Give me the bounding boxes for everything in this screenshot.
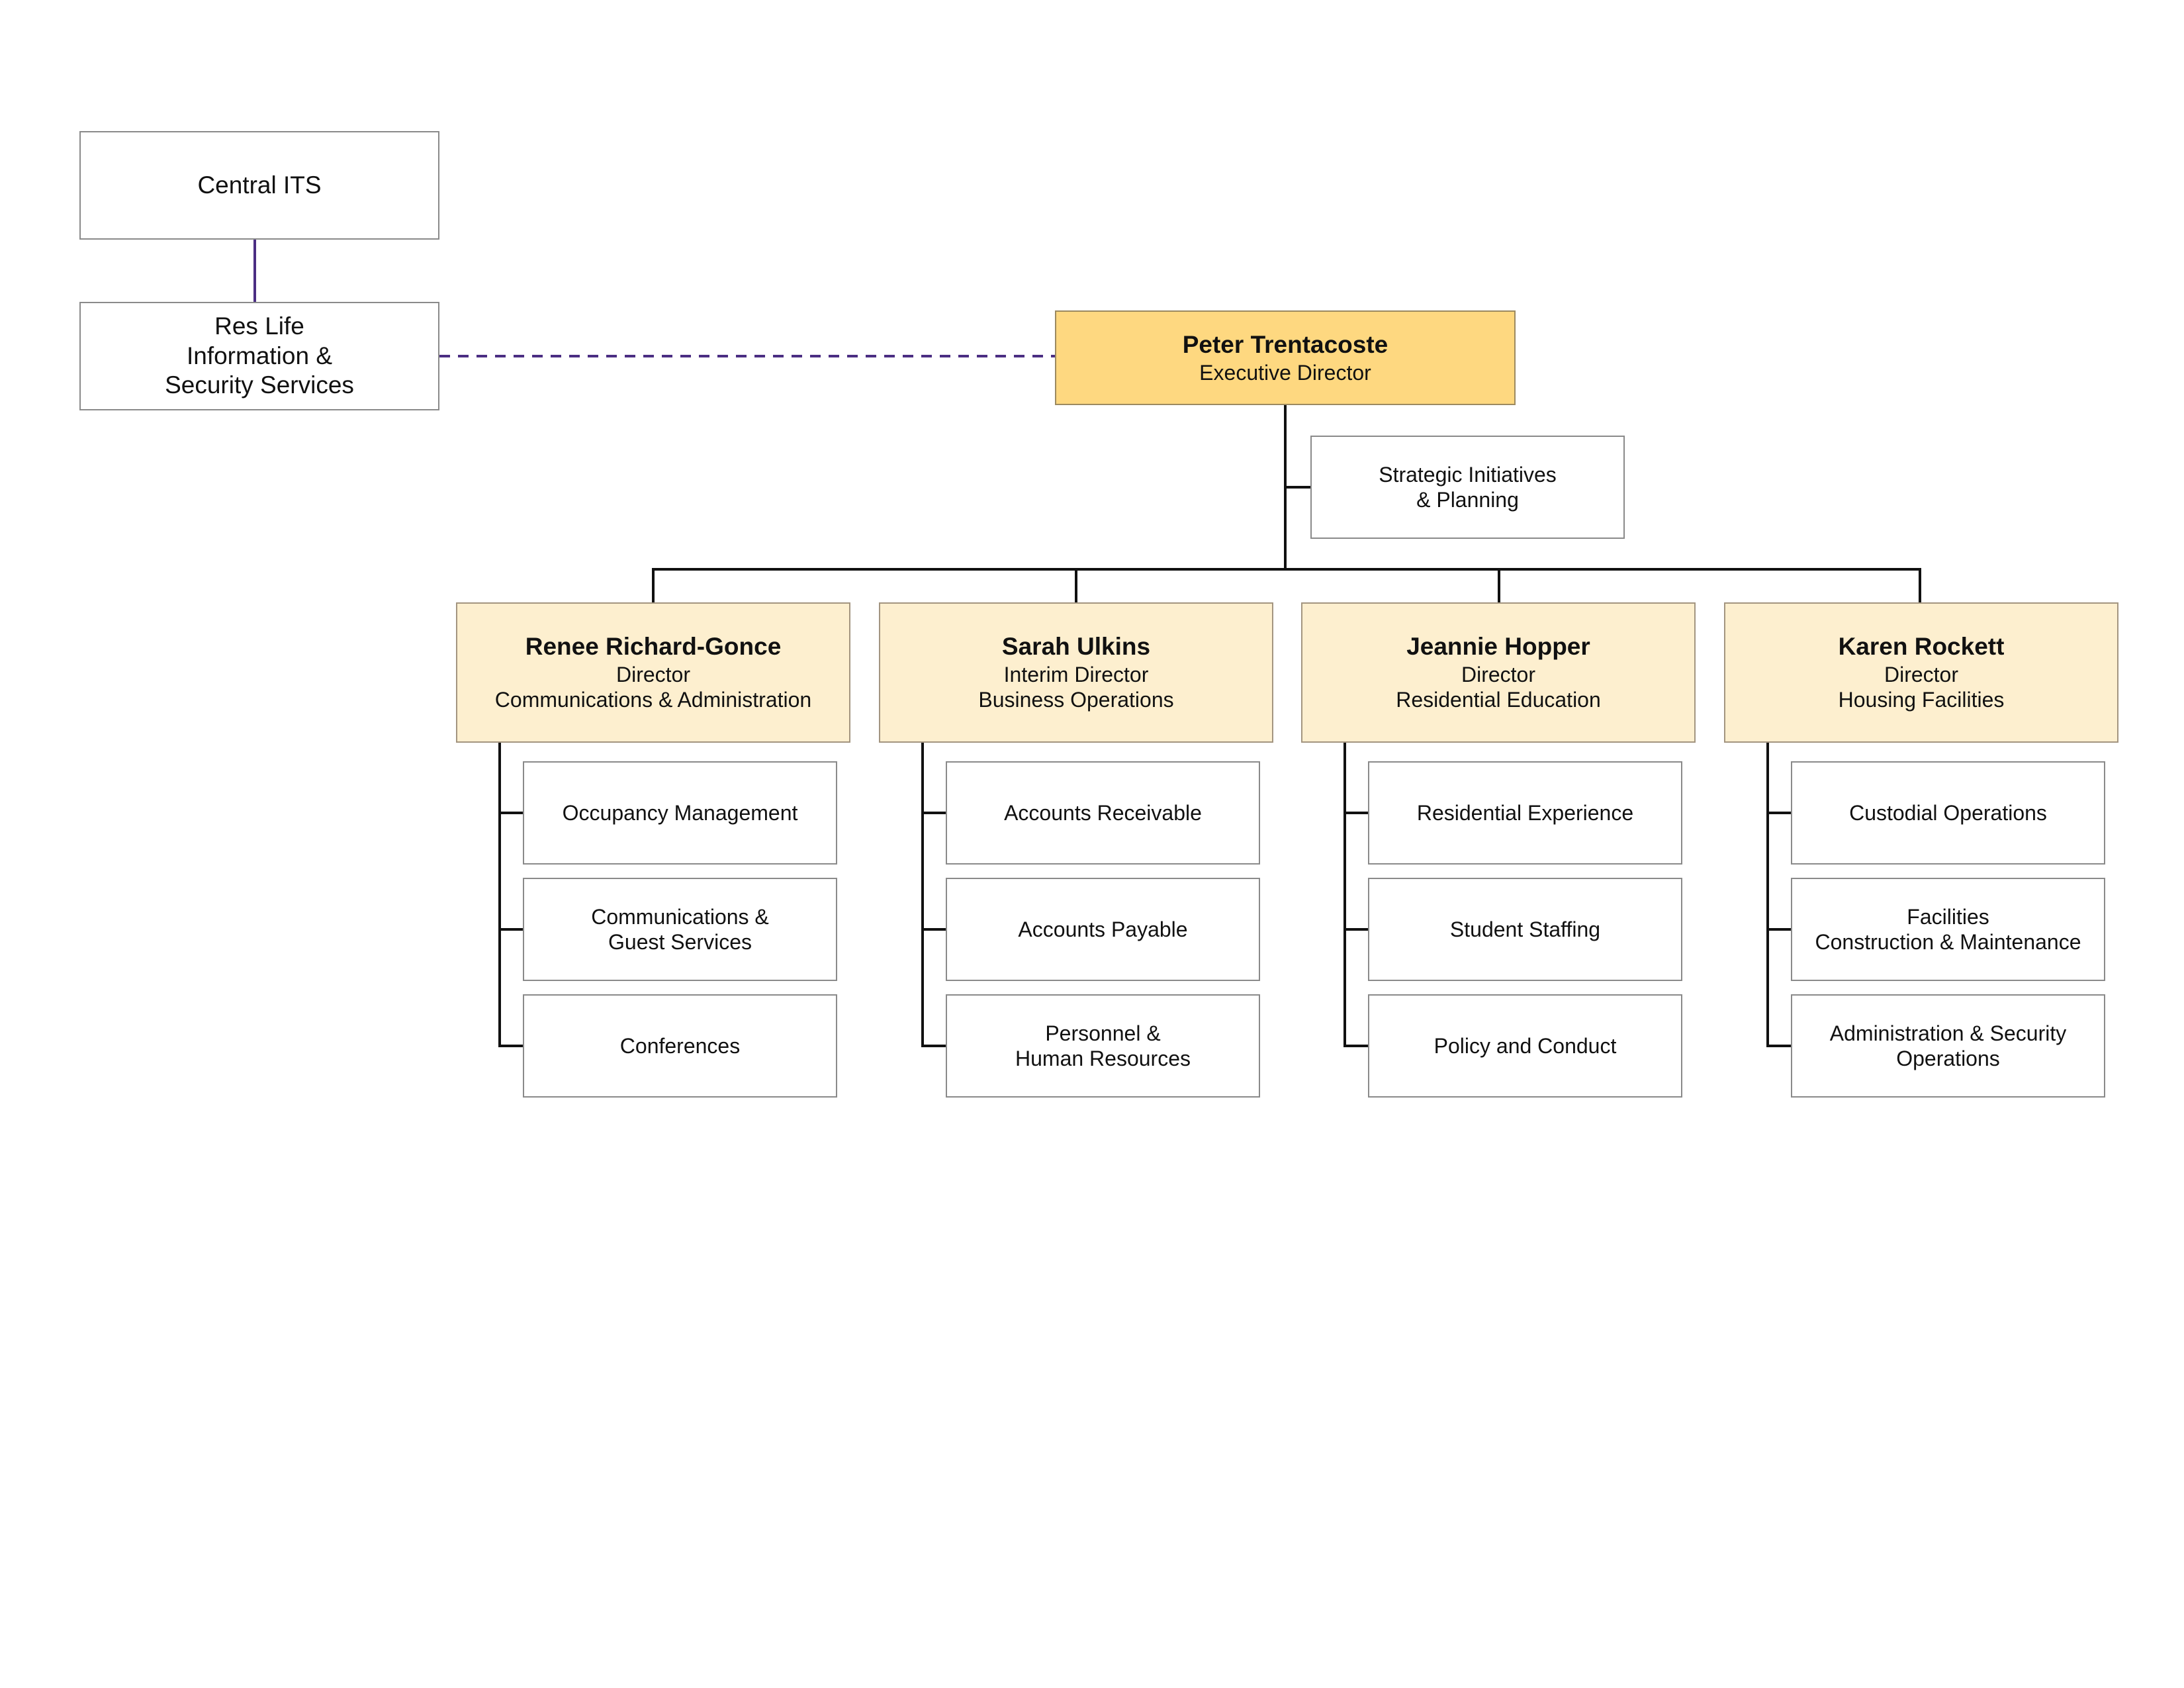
- unit-label: Accounts Payable: [1018, 917, 1188, 941]
- strategic-initiatives-box: Strategic Initiatives & Planning: [1310, 436, 1625, 539]
- res-life-its-line-1: Res Life: [214, 312, 304, 340]
- unit-box-2-3: Personnel & Human Resources: [946, 994, 1260, 1098]
- director-area: Housing Facilities: [1838, 688, 2005, 712]
- unit-label: Residential Experience: [1416, 800, 1634, 825]
- director-box-3: Jeannie Hopper Director Residential Educ…: [1301, 602, 1696, 743]
- unit-box-2-1: Accounts Receivable: [946, 761, 1260, 865]
- unit-label: Policy and Conduct: [1433, 1033, 1617, 1058]
- unit-label: Personnel &: [1045, 1021, 1161, 1045]
- executive-name: Peter Trentacoste: [1182, 331, 1388, 359]
- unit-label: Facilities: [1907, 904, 1989, 929]
- central-its-box: Central ITS: [79, 131, 439, 240]
- director-box-4: Karen Rockett Director Housing Facilitie…: [1724, 602, 2118, 743]
- director-title: Interim Director: [1003, 662, 1149, 686]
- unit-label-2: Operations: [1896, 1047, 2000, 1070]
- unit-label: Communications &: [591, 904, 769, 929]
- unit-box-2-2: Accounts Payable: [946, 878, 1260, 981]
- unit-box-1-3: Conferences: [523, 994, 837, 1098]
- unit-connectors-col-1: [498, 743, 523, 1047]
- director-title: Director: [1461, 662, 1535, 686]
- executive-director-box: Peter Trentacoste Executive Director: [1055, 310, 1516, 405]
- director-title: Director: [615, 662, 690, 686]
- unit-label: Accounts Receivable: [1004, 800, 1202, 825]
- unit-label: Administration & Security: [1829, 1021, 2067, 1045]
- central-its-label: Central ITS: [197, 171, 322, 199]
- unit-connectors-col-3: [1343, 743, 1368, 1047]
- unit-box-4-1: Custodial Operations: [1791, 761, 2105, 865]
- res-life-its-line-2: Information &: [186, 342, 333, 369]
- unit-box-4-2: Facilities Construction & Maintenance: [1791, 878, 2105, 981]
- unit-label-2: Construction & Maintenance: [1815, 930, 2081, 954]
- unit-box-1-2: Communications & Guest Services: [523, 878, 837, 981]
- strategic-line-2: & Planning: [1416, 488, 1519, 512]
- director-box-2: Sarah Ulkins Interim Director Business O…: [879, 602, 1273, 743]
- unit-label: Custodial Operations: [1849, 800, 2047, 825]
- unit-label: Conferences: [619, 1033, 741, 1058]
- unit-box-3-2: Student Staffing: [1368, 878, 1682, 981]
- unit-connectors-col-4: [1766, 743, 1791, 1047]
- director-name: Jeannie Hopper: [1406, 633, 1590, 661]
- unit-connectors-col-2: [921, 743, 946, 1047]
- director-name: Karen Rockett: [1838, 633, 2005, 661]
- strategic-line-1: Strategic Initiatives: [1379, 462, 1557, 487]
- director-title: Director: [1884, 662, 1958, 686]
- director-box-1: Renee Richard-Gonce Director Communicati…: [456, 602, 850, 743]
- unit-label-2: Guest Services: [608, 930, 752, 954]
- director-area: Residential Education: [1396, 688, 1601, 712]
- unit-label: Student Staffing: [1449, 917, 1601, 941]
- unit-box-1-1: Occupancy Management: [523, 761, 837, 865]
- unit-box-3-3: Policy and Conduct: [1368, 994, 1682, 1098]
- director-area: Business Operations: [978, 688, 1174, 712]
- director-name: Renee Richard-Gonce: [525, 633, 782, 661]
- unit-box-4-3: Administration & Security Operations: [1791, 994, 2105, 1098]
- unit-box-3-1: Residential Experience: [1368, 761, 1682, 865]
- executive-title: Executive Director: [1199, 360, 1371, 385]
- director-name: Sarah Ulkins: [1001, 633, 1151, 661]
- unit-label: Occupancy Management: [562, 800, 798, 825]
- res-life-its-line-3: Security Services: [165, 371, 354, 399]
- director-area: Communications & Administration: [494, 688, 812, 712]
- unit-label-2: Human Resources: [1015, 1047, 1191, 1070]
- res-life-its-box: Res Life Information & Security Services: [79, 302, 439, 410]
